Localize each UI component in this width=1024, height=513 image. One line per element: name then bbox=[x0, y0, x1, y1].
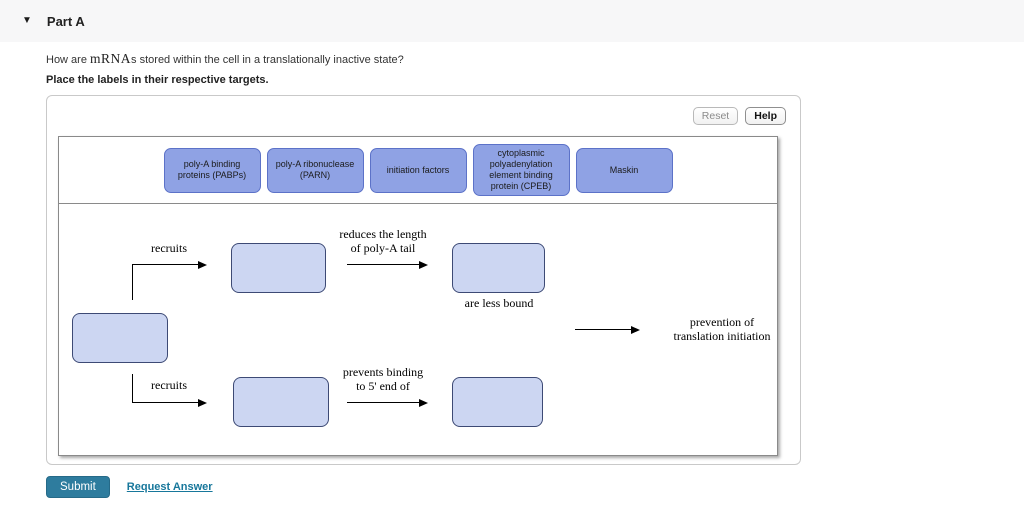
prevention-line2: translation initiation bbox=[673, 329, 771, 343]
label-bank: poly-A binding proteins (PABPs) poly-A r… bbox=[59, 137, 777, 204]
drag-label-initiation-factors[interactable]: initiation factors bbox=[369, 147, 467, 193]
drag-label-parn[interactable]: poly-A ribonuclease (PARN) bbox=[266, 147, 364, 193]
question-prefix: How are bbox=[46, 54, 91, 66]
submit-button[interactable]: Submit bbox=[46, 476, 110, 498]
are-less-bound-label: are less bound bbox=[464, 296, 534, 310]
question-suffix: s stored within the cell in a translatio… bbox=[131, 54, 404, 66]
arrow-bottom-middle-head bbox=[419, 399, 428, 407]
question-text: How are mRNAs stored within the cell in … bbox=[46, 51, 404, 67]
collapse-arrow-icon[interactable]: ▼ bbox=[22, 15, 32, 26]
drop-target-source[interactable] bbox=[72, 313, 168, 363]
prevention-line1: prevention of bbox=[689, 315, 755, 329]
arrow-top-middle-line bbox=[347, 264, 419, 266]
drop-target-bottom-2[interactable] bbox=[452, 377, 543, 427]
part-title: Part A bbox=[46, 13, 85, 29]
part-header[interactable]: ▼ Part A bbox=[0, 0, 1024, 42]
activity-panel: Reset Help poly-A binding proteins (PABP… bbox=[46, 95, 801, 465]
request-answer-link[interactable]: Request Answer bbox=[126, 481, 213, 493]
arrow-bottom-middle-line bbox=[347, 402, 419, 404]
question-math-term: mRNA bbox=[90, 51, 132, 66]
diagram-canvas: poly-A binding proteins (PABPs) poly-A r… bbox=[58, 136, 778, 456]
answer-actions: Submit Request Answer bbox=[46, 476, 213, 498]
prevents-binding-line2: to 5' end of bbox=[356, 379, 410, 393]
drop-target-top-1[interactable] bbox=[231, 243, 326, 293]
arrow-top-recruits-vline bbox=[132, 264, 134, 300]
drop-target-bottom-1[interactable] bbox=[233, 377, 329, 427]
recruits-label-bottom: recruits bbox=[151, 378, 187, 392]
arrow-bottom-recruits-head bbox=[198, 399, 207, 407]
reduces-length-line1: reduces the length bbox=[339, 227, 427, 241]
arrow-result-head bbox=[631, 326, 640, 334]
arrow-bottom-recruits-vline bbox=[132, 374, 134, 402]
reduces-length-label: reduces the length of poly-A tail bbox=[325, 227, 441, 255]
reduces-length-line2: of poly-A tail bbox=[350, 241, 416, 255]
prevents-binding-line1: prevents binding bbox=[342, 365, 424, 379]
prevents-binding-label: prevents binding to 5' end of bbox=[325, 365, 441, 393]
recruits-label-top: recruits bbox=[151, 241, 187, 255]
drag-label-cpeb[interactable]: cytoplasmic polyadenylation element bind… bbox=[472, 144, 570, 196]
drop-target-top-2[interactable] bbox=[452, 243, 545, 293]
arrow-top-middle-head bbox=[419, 261, 428, 269]
arrow-top-recruits-line bbox=[132, 264, 198, 266]
drag-label-pabps[interactable]: poly-A binding proteins (PABPs) bbox=[163, 147, 261, 193]
arrow-bottom-recruits-line bbox=[132, 402, 198, 404]
instruction-text: Place the labels in their respective tar… bbox=[46, 74, 269, 86]
arrow-top-recruits-head bbox=[198, 261, 207, 269]
arrow-result-line bbox=[575, 329, 631, 331]
help-button[interactable]: Help bbox=[745, 107, 786, 125]
drag-label-maskin[interactable]: Maskin bbox=[575, 147, 673, 193]
reset-button[interactable]: Reset bbox=[692, 107, 739, 125]
prevention-label: prevention of translation initiation bbox=[647, 315, 797, 343]
panel-toolbar: Reset Help bbox=[692, 107, 786, 125]
